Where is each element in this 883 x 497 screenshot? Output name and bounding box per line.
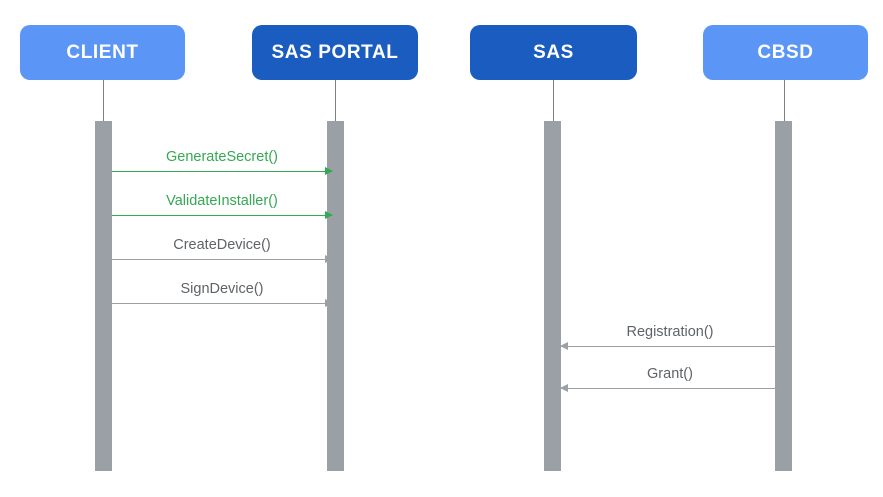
activation-bar-client [95,121,112,471]
arrow-head-right-icon [325,255,333,263]
message-label-create-device: CreateDevice() [173,237,271,253]
activation-bar-sas [544,121,561,471]
arrow-head-left-icon [560,342,568,350]
message-line-create-device [112,259,332,261]
participant-label-sas: SAS [533,41,574,63]
activation-bar-cbsd [775,121,792,471]
lifeline-sas-portal [335,80,336,121]
arrow-head-right-icon [325,299,333,307]
lifeline-sas [553,80,554,121]
participant-box-cbsd[interactable]: CBSD [703,25,868,80]
arrow-head-right-icon [325,167,333,175]
lifeline-cbsd [784,80,785,121]
message-line-generate-secret [112,171,332,173]
participant-box-client[interactable]: CLIENT [20,25,185,80]
message-line-registration [561,346,779,348]
participant-box-sas-portal[interactable]: SAS PORTAL [252,25,418,80]
arrow-head-right-icon [325,211,333,219]
participant-label-sas-portal: SAS PORTAL [271,41,399,63]
message-label-validate-installer: ValidateInstaller() [166,193,278,209]
participant-label-client: CLIENT [66,41,139,63]
message-line-grant [561,388,779,390]
message-label-grant: Grant() [647,366,693,382]
participant-box-sas[interactable]: SAS [470,25,637,80]
lifeline-client [103,80,104,121]
message-label-sign-device: SignDevice() [180,281,264,297]
message-line-validate-installer [112,215,332,217]
message-label-generate-secret: GenerateSecret() [165,149,279,165]
participant-label-cbsd: CBSD [757,41,814,63]
message-line-sign-device [112,303,332,305]
activation-bar-sas-portal [327,121,344,471]
arrow-head-left-icon [560,384,568,392]
message-label-registration: Registration() [626,324,714,340]
